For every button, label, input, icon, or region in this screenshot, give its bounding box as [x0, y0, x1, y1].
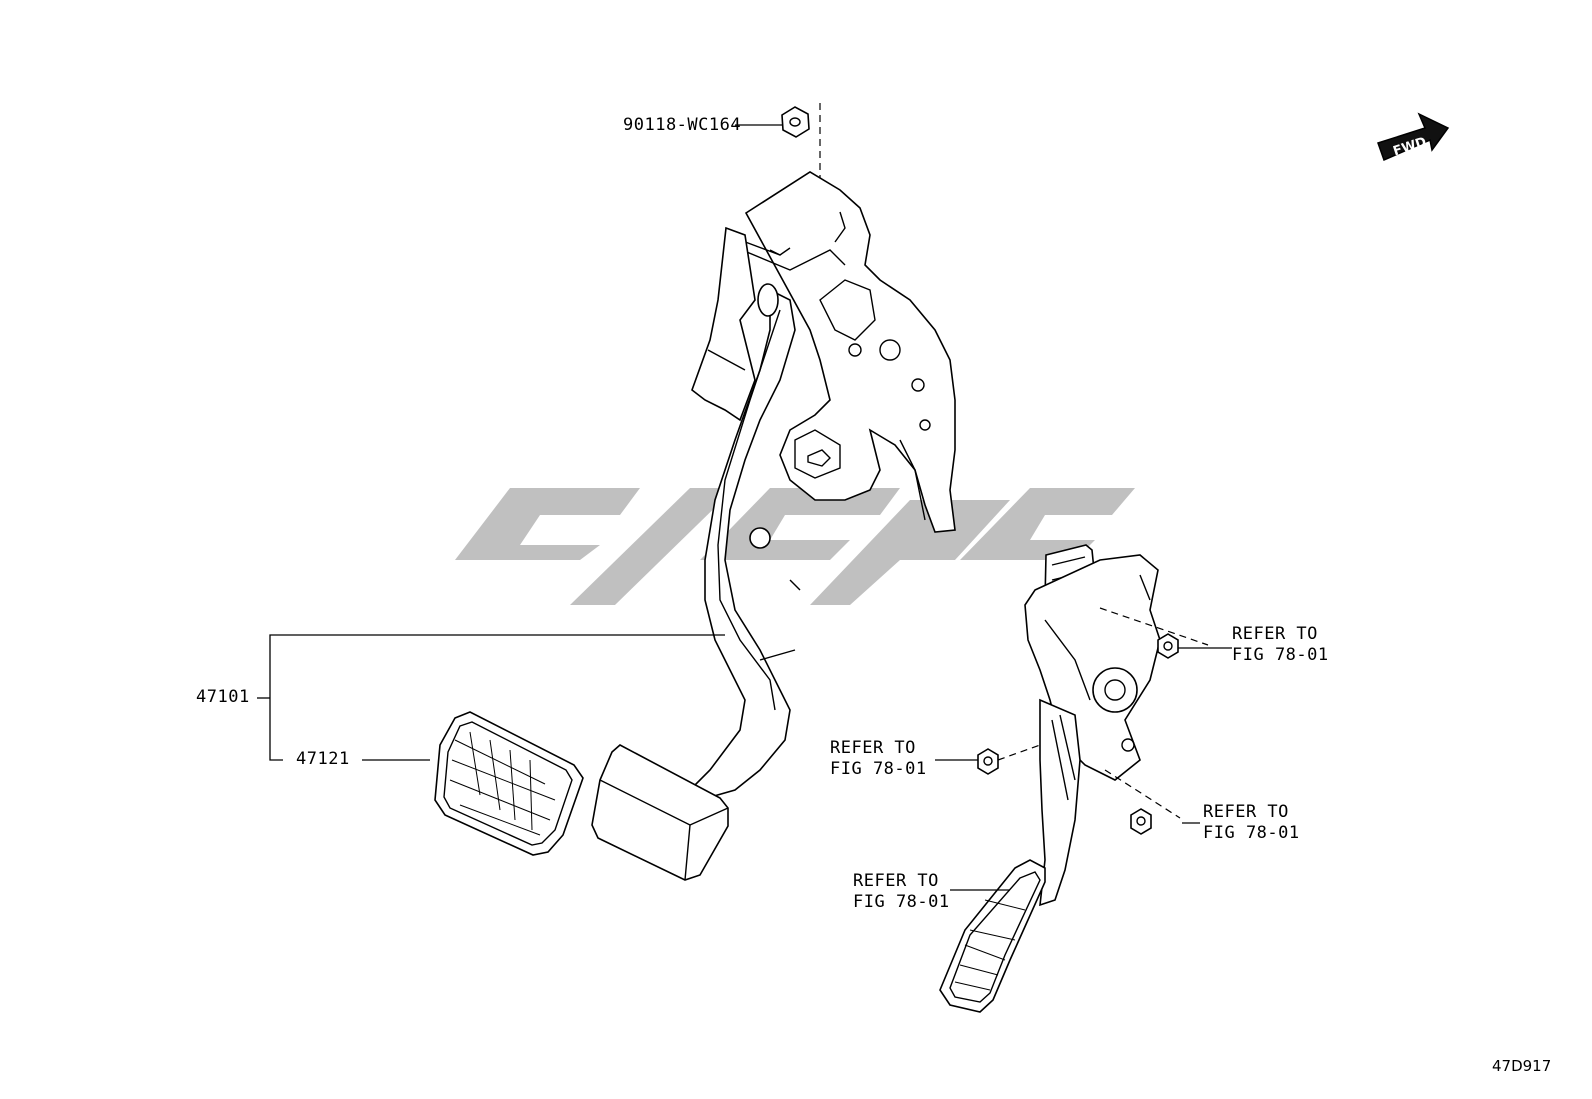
- fwd-arrow-icon: FWD: [1377, 112, 1450, 162]
- nut-upper-right: [1099, 607, 1209, 659]
- callout-refer-mid-left: REFER TO FIG 78-01: [830, 738, 927, 779]
- brake-pedal-pad-47121: [434, 711, 584, 856]
- watermark-logo: [455, 488, 1135, 605]
- accelerator-pedal-pad: [939, 859, 1046, 1013]
- nut-lower-right: [1104, 769, 1181, 835]
- callout-refer-top: REFER TO FIG 78-01: [1232, 624, 1329, 665]
- brake-pedal-bracket: [729, 171, 956, 533]
- drawing-id: 47D917: [1492, 1057, 1552, 1075]
- callout-pedal-pad-47121: 47121: [296, 749, 350, 769]
- accelerator-pedal-assembly: [1024, 544, 1161, 907]
- brake-pedal-arm: [688, 226, 801, 801]
- callout-bolt-90118-wc164: 90118-WC164: [623, 115, 742, 135]
- callout-refer-bottom: REFER TO FIG 78-01: [853, 871, 950, 912]
- callout-refer-mid-right: REFER TO FIG 78-01: [1203, 802, 1300, 843]
- nut-mid-left: [977, 744, 1041, 775]
- brake-pedal-pad-holder: [591, 744, 729, 881]
- callout-pedal-assy-47101: 47101: [196, 687, 250, 707]
- leader-lines: [257, 634, 1232, 891]
